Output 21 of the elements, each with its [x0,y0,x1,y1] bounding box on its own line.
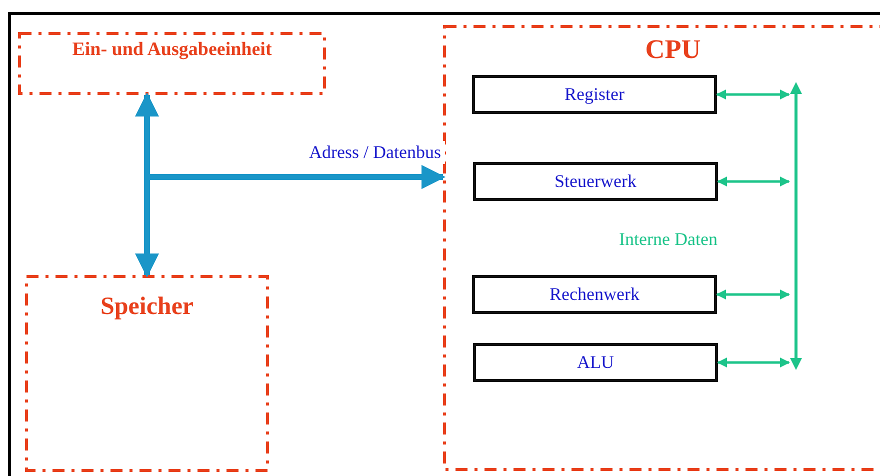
node-label: ALU [577,351,614,374]
node-label: Steuerwerk [554,170,636,193]
arrow [716,90,790,100]
bus-bar [789,82,803,370]
dash-dot-frame [443,25,880,471]
unit-box [473,343,718,382]
arrow [717,358,790,368]
unit-box [473,162,718,201]
unit-box [472,75,717,114]
arrow [716,290,790,300]
dash-dot-frame [25,275,269,472]
node-label: CPU [644,33,702,66]
arrow [717,176,790,186]
node-label: Rechenwerk [550,283,640,306]
node-label: Register [564,83,624,106]
arrow [135,165,446,278]
node-label: Speicher [99,292,195,322]
dash-dot-frame [18,32,326,95]
bus-caption: Interne Daten [619,228,718,250]
unit-box [472,275,717,314]
node-label: Ein- und Ausgabeeinheit [71,38,273,62]
